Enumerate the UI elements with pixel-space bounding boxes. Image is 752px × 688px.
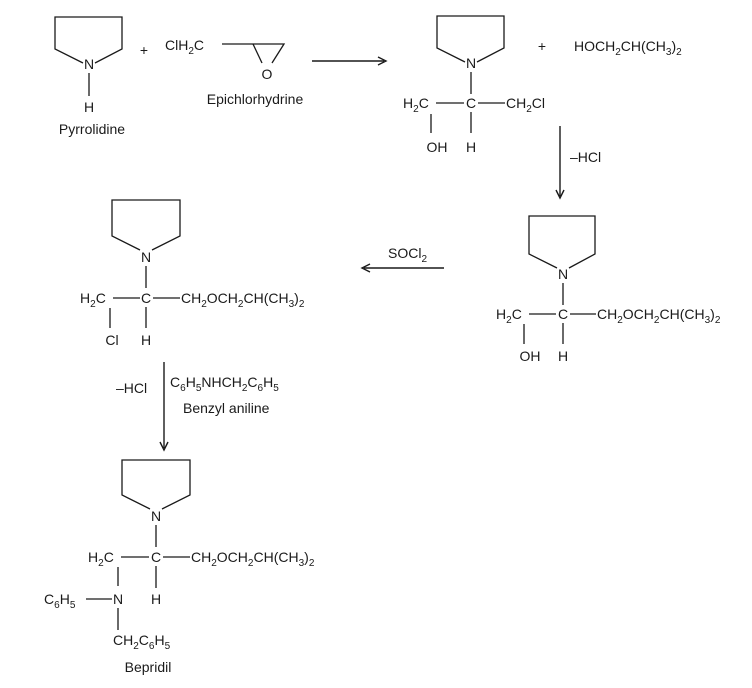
- bepridil-h2c: H2C: [88, 549, 114, 569]
- step2-oh: OH: [520, 348, 541, 364]
- bepridil-phenyl: C6H5: [44, 591, 76, 611]
- pyrrolidine-label: Pyrrolidine: [59, 121, 125, 137]
- bepridil-h: H: [151, 591, 161, 607]
- pyrrolidine-h: H: [84, 99, 94, 115]
- step2-product: N H2C C CH2OCH2CH(CH3)2 OH H: [496, 215, 721, 364]
- epoxide-bond: [252, 43, 263, 64]
- bepridil-ether-chain: CH2OCH2CH(CH3)2: [191, 549, 315, 569]
- epichlorohydrin-structure: ClH2C O Epichlorhydrine: [165, 37, 303, 107]
- step1-h: H: [466, 139, 476, 155]
- bepridil-ring-n: N: [151, 508, 161, 524]
- plus-sign-2: +: [538, 38, 546, 54]
- bepridil-benzyl: CH2C6H5: [113, 632, 171, 652]
- pyrrolidine-ring: [54, 16, 123, 64]
- step1-center-c: C: [466, 95, 476, 111]
- epoxide-ring: [253, 43, 286, 64]
- arrow-2: [555, 126, 565, 200]
- step3-h2c: H2C: [80, 290, 106, 310]
- step3-n: N: [141, 249, 151, 265]
- epichlorohydrin-label: Epichlorhydrine: [207, 91, 304, 107]
- step2-center-c: C: [558, 306, 568, 322]
- arrow-4: [159, 362, 169, 452]
- step2-h: H: [558, 348, 568, 364]
- step3-center-c: C: [141, 290, 151, 306]
- pyrrolidine-structure: N H Pyrrolidine: [54, 16, 125, 137]
- step2-ether-chain: CH2OCH2CH(CH3)2: [597, 306, 721, 326]
- step4-benzyl-aniline-label: Benzyl aniline: [183, 400, 270, 416]
- step3-ring: [111, 199, 181, 251]
- step2-n: N: [558, 266, 568, 282]
- arrow-3: [360, 263, 444, 273]
- step3-cl: Cl: [105, 332, 118, 348]
- plus-sign-1: +: [140, 42, 148, 58]
- step4-benzyl-aniline-formula: C6H5NHCH2C6H5: [170, 374, 279, 394]
- step2-ring: [528, 215, 596, 269]
- step2-reagent: –HCl: [570, 149, 601, 165]
- step1-n: N: [466, 55, 476, 71]
- step1-ring: [436, 15, 505, 63]
- step1-product: N H2C C CH2Cl OH H: [403, 15, 545, 155]
- step3-ether-chain: CH2OCH2CH(CH3)2: [181, 290, 305, 310]
- step1-h2c: H2C: [403, 95, 429, 115]
- step3-h: H: [141, 332, 151, 348]
- step3-product: N H2C C CH2OCH2CH(CH3)2 Cl H: [80, 199, 305, 348]
- step3-reagent: SOCl2: [388, 245, 427, 265]
- step2-h2c: H2C: [496, 306, 522, 326]
- pyrrolidine-n: N: [84, 56, 94, 72]
- bepridil-n: N: [113, 591, 123, 607]
- bepridil-ring: [121, 459, 191, 510]
- bepridil-structure: N H2C C CH2OCH2CH(CH3)2 H C6H5 N CH2C6H5…: [44, 459, 315, 675]
- step4-minus-hcl: –HCl: [116, 380, 147, 396]
- bepridil-label: Bepridil: [125, 659, 172, 675]
- epichlorohydrin-group: ClH2C: [165, 37, 204, 57]
- bepridil-center-c: C: [151, 549, 161, 565]
- isobutanol-formula: HOCH2CH(CH3)2: [574, 38, 682, 58]
- step1-oh: OH: [427, 139, 448, 155]
- arrow-1: [312, 56, 388, 66]
- epoxide-o: O: [262, 66, 273, 82]
- step1-ch2cl: CH2Cl: [506, 95, 545, 115]
